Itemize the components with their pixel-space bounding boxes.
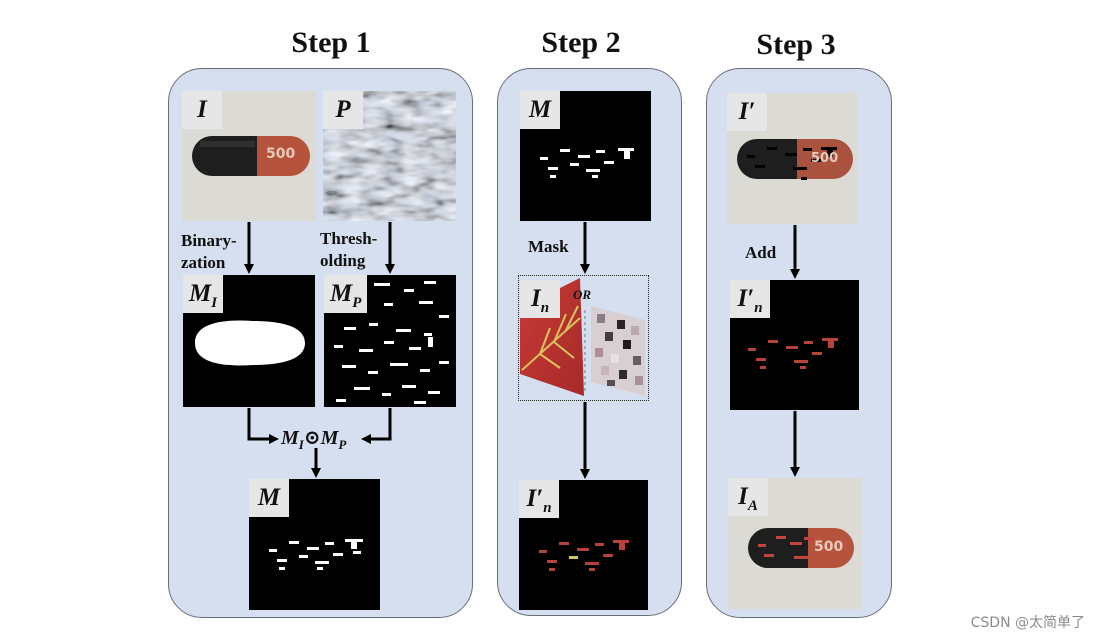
thresholding-label: Thresh- olding [320,229,378,270]
pattern-label-p: P [323,91,363,129]
capsule-text: 500 [266,146,296,162]
watermark: CSDN @太简单了 [970,615,1085,631]
result-mask-label: M [249,479,289,517]
masked-image-label: I′ [727,93,767,131]
binarization-label: Binary- zation [181,231,237,272]
masked-noise-label: I′n [519,480,559,518]
noise-label: In [520,280,560,318]
step-3-title: Step 3 [756,28,836,61]
step-1-title: Step 1 [291,26,371,59]
image-label-i: I [182,91,222,129]
mask-product-formula: MI⊙MP [281,427,347,452]
mask-pattern-label: MP [324,275,368,313]
original-capsule-image: 500 I [182,91,316,221]
mosaic-texture-noise [591,306,645,396]
step2-input-mask: M [520,91,651,221]
add-operation-label: Add [745,243,777,262]
thresholded-pattern-mask: MP [324,275,456,407]
mask-image-label: MI [183,275,224,313]
capsule-text-masked: 500 [811,151,839,166]
noise-source-box [518,275,649,401]
step1-result-mask: M [249,479,380,610]
step2-mask-label: M [520,91,560,129]
step3-masked-noise: I′n [730,280,859,410]
perlin-noise-pattern: P [323,91,456,221]
capsule-binary-mask: MI [183,275,315,407]
augmented-image-label: IA [728,478,768,516]
augmented-capsule-image: 500 IA [728,478,862,609]
hadamard-operator: ⊙ [303,427,321,449]
masked-capsule-image: 500 I′ [727,93,858,224]
step3-masked-noise-label: I′n [730,280,770,318]
step2-masked-noise: I′n [519,480,648,610]
or-label: OR [573,287,592,302]
step-2-title: Step 2 [541,26,621,59]
capsule-text-augmented: 500 [814,539,844,555]
mask-operation-label: Mask [528,237,569,256]
